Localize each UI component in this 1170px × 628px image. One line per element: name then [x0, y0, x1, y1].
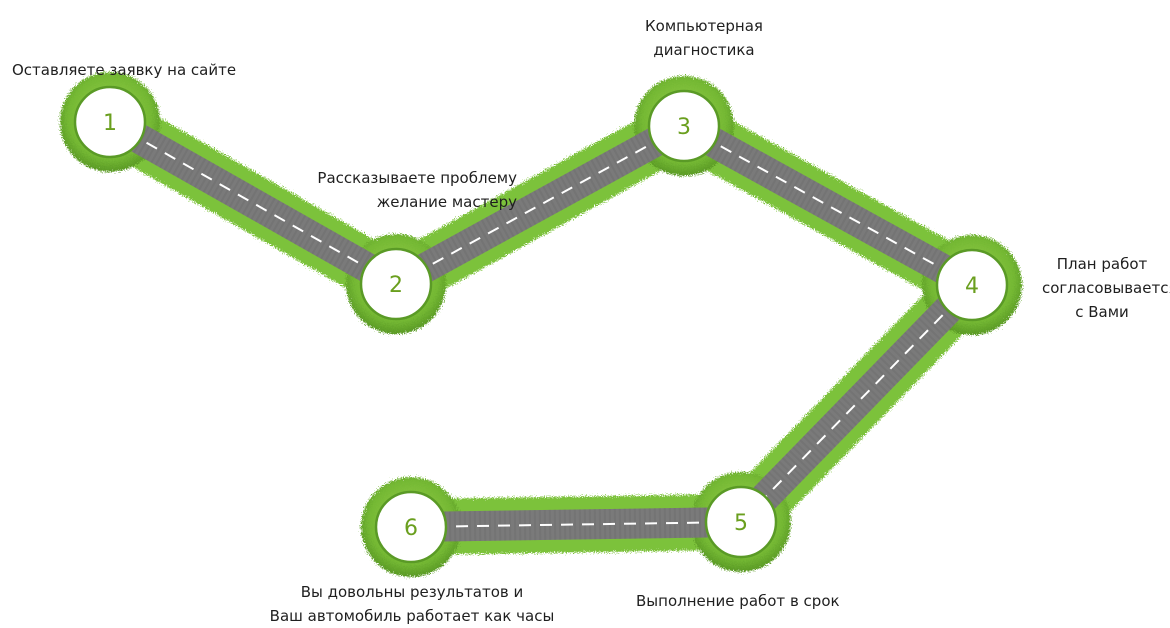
lane-dash — [109, 121, 397, 285]
lane-dash — [683, 125, 973, 286]
step-3-caption-line: диагностика — [653, 41, 755, 59]
step-circle — [704, 485, 778, 559]
step-number: 2 — [389, 273, 403, 298]
step-circle — [73, 85, 147, 159]
step-2-caption-line: Рассказываете проблему — [317, 169, 517, 187]
step-circle — [935, 248, 1009, 322]
step-6-caption: Вы довольны результатов и Ваш автомобиль… — [262, 580, 562, 628]
lane-dash — [410, 521, 742, 528]
step-4-caption-line: согласовывается — [1042, 279, 1170, 297]
step-2-caption: Рассказываете проблему желание мастеру — [312, 166, 517, 214]
step-number: 1 — [103, 111, 117, 136]
step-circle — [374, 490, 448, 564]
step-5-caption: Выполнение работ в срок — [636, 589, 840, 613]
step-3-caption: Компьютерная диагностика — [634, 14, 774, 62]
step-1-caption: Оставляете заявку на сайте — [12, 58, 236, 82]
grass-border — [60, 72, 1022, 577]
step-3-caption-line: Компьютерная — [645, 17, 763, 35]
step-circle — [647, 89, 721, 163]
road-center-dashes — [109, 121, 973, 528]
step-6-caption-line: Вы довольны результатов и — [300, 583, 524, 601]
step-5-caption-line: Выполнение работ в срок — [636, 592, 840, 610]
step-1-caption-line: Оставляете заявку на сайте — [12, 61, 237, 79]
step-nodes: 1 2 3 4 5 6 — [73, 85, 1009, 564]
step-number: 6 — [404, 516, 418, 541]
step-circle — [359, 247, 433, 321]
step-number: 4 — [965, 274, 979, 299]
lane-dash — [740, 284, 973, 523]
step-4-caption-line: План работ — [1056, 255, 1148, 273]
step-number: 5 — [734, 511, 748, 536]
step-4-caption-line: с Вами — [1075, 303, 1129, 321]
lane-dash — [395, 125, 685, 285]
step-6-caption-line: Ваш автомобиль работает как часы — [269, 607, 555, 625]
step-number: 3 — [677, 115, 691, 140]
step-4-caption: План работ согласовывается с Вами — [1042, 252, 1170, 324]
step-2-caption-line: желание мастеру — [376, 193, 517, 211]
